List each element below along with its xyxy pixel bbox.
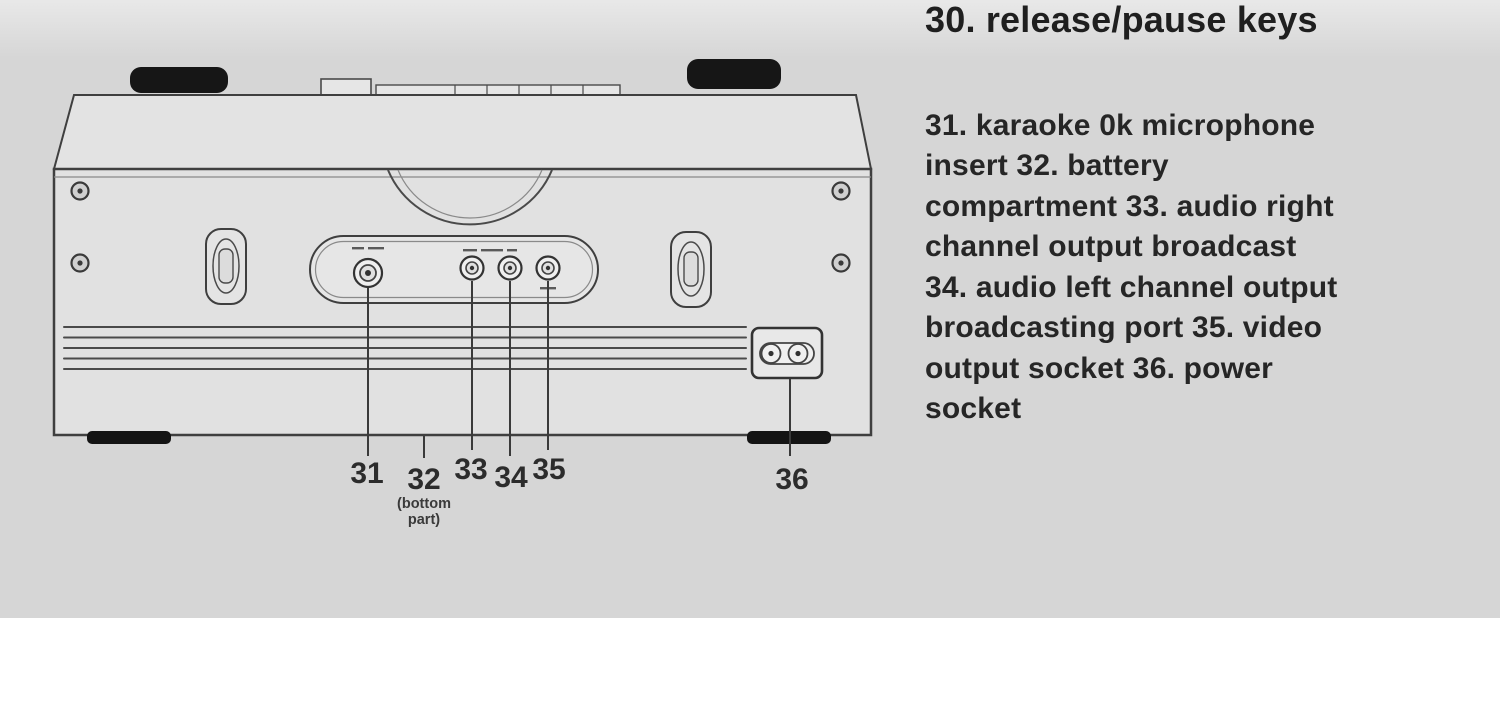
legend-panel: 30. release/pause keys 31. karaoke 0k mi… bbox=[925, 0, 1475, 430]
screw-icon bbox=[831, 253, 851, 273]
microphone-jack bbox=[352, 257, 384, 289]
legend-line: insert 32. battery bbox=[925, 149, 1169, 183]
bottom-part-note-line2: part) bbox=[408, 512, 440, 528]
screw-icon bbox=[70, 253, 90, 273]
connector-panel bbox=[309, 235, 599, 304]
legend-line: output socket 36. power bbox=[925, 351, 1273, 385]
legend-line: socket bbox=[925, 392, 1022, 426]
audio-right-jack bbox=[459, 255, 485, 281]
legend-body: 31. karaoke 0k microphone insert 32. bat… bbox=[925, 106, 1475, 430]
callout-33: 33 bbox=[454, 453, 487, 486]
power-socket bbox=[750, 326, 824, 380]
left-carry-handle bbox=[130, 67, 228, 93]
legend-line: broadcasting port 35. video bbox=[925, 311, 1323, 345]
screw-icon bbox=[70, 181, 90, 201]
callout-32: 32 bbox=[407, 463, 440, 496]
vent-lines bbox=[63, 326, 747, 370]
bottom-part-note-line1: (bottom bbox=[397, 496, 451, 512]
left-latch bbox=[205, 228, 247, 305]
legend-line: compartment 33. audio right bbox=[925, 189, 1334, 223]
right-carry-handle bbox=[687, 59, 781, 89]
device-top-face bbox=[52, 94, 873, 170]
screw-icon bbox=[831, 181, 851, 201]
callout-leader-lines bbox=[367, 281, 791, 458]
video-output-jack bbox=[535, 255, 561, 281]
audio-left-jack bbox=[497, 255, 523, 281]
legend-line: 31. karaoke 0k microphone bbox=[925, 108, 1316, 142]
callout-35: 35 bbox=[532, 453, 565, 486]
callout-36: 36 bbox=[775, 463, 808, 496]
top-buttons-row bbox=[320, 78, 621, 96]
legend-line: 34. audio left channel output bbox=[925, 270, 1338, 304]
callout-34: 34 bbox=[494, 461, 528, 494]
center-arc-detail bbox=[387, 169, 553, 226]
right-latch bbox=[670, 231, 712, 308]
device-rear-panel-diagram: 31 32 33 34 35 36 (bottom part) bbox=[52, 59, 873, 528]
callout-31: 31 bbox=[350, 457, 383, 490]
legend-line: channel output broadcast bbox=[925, 230, 1297, 264]
legend-heading: 30. release/pause keys bbox=[925, 0, 1318, 40]
